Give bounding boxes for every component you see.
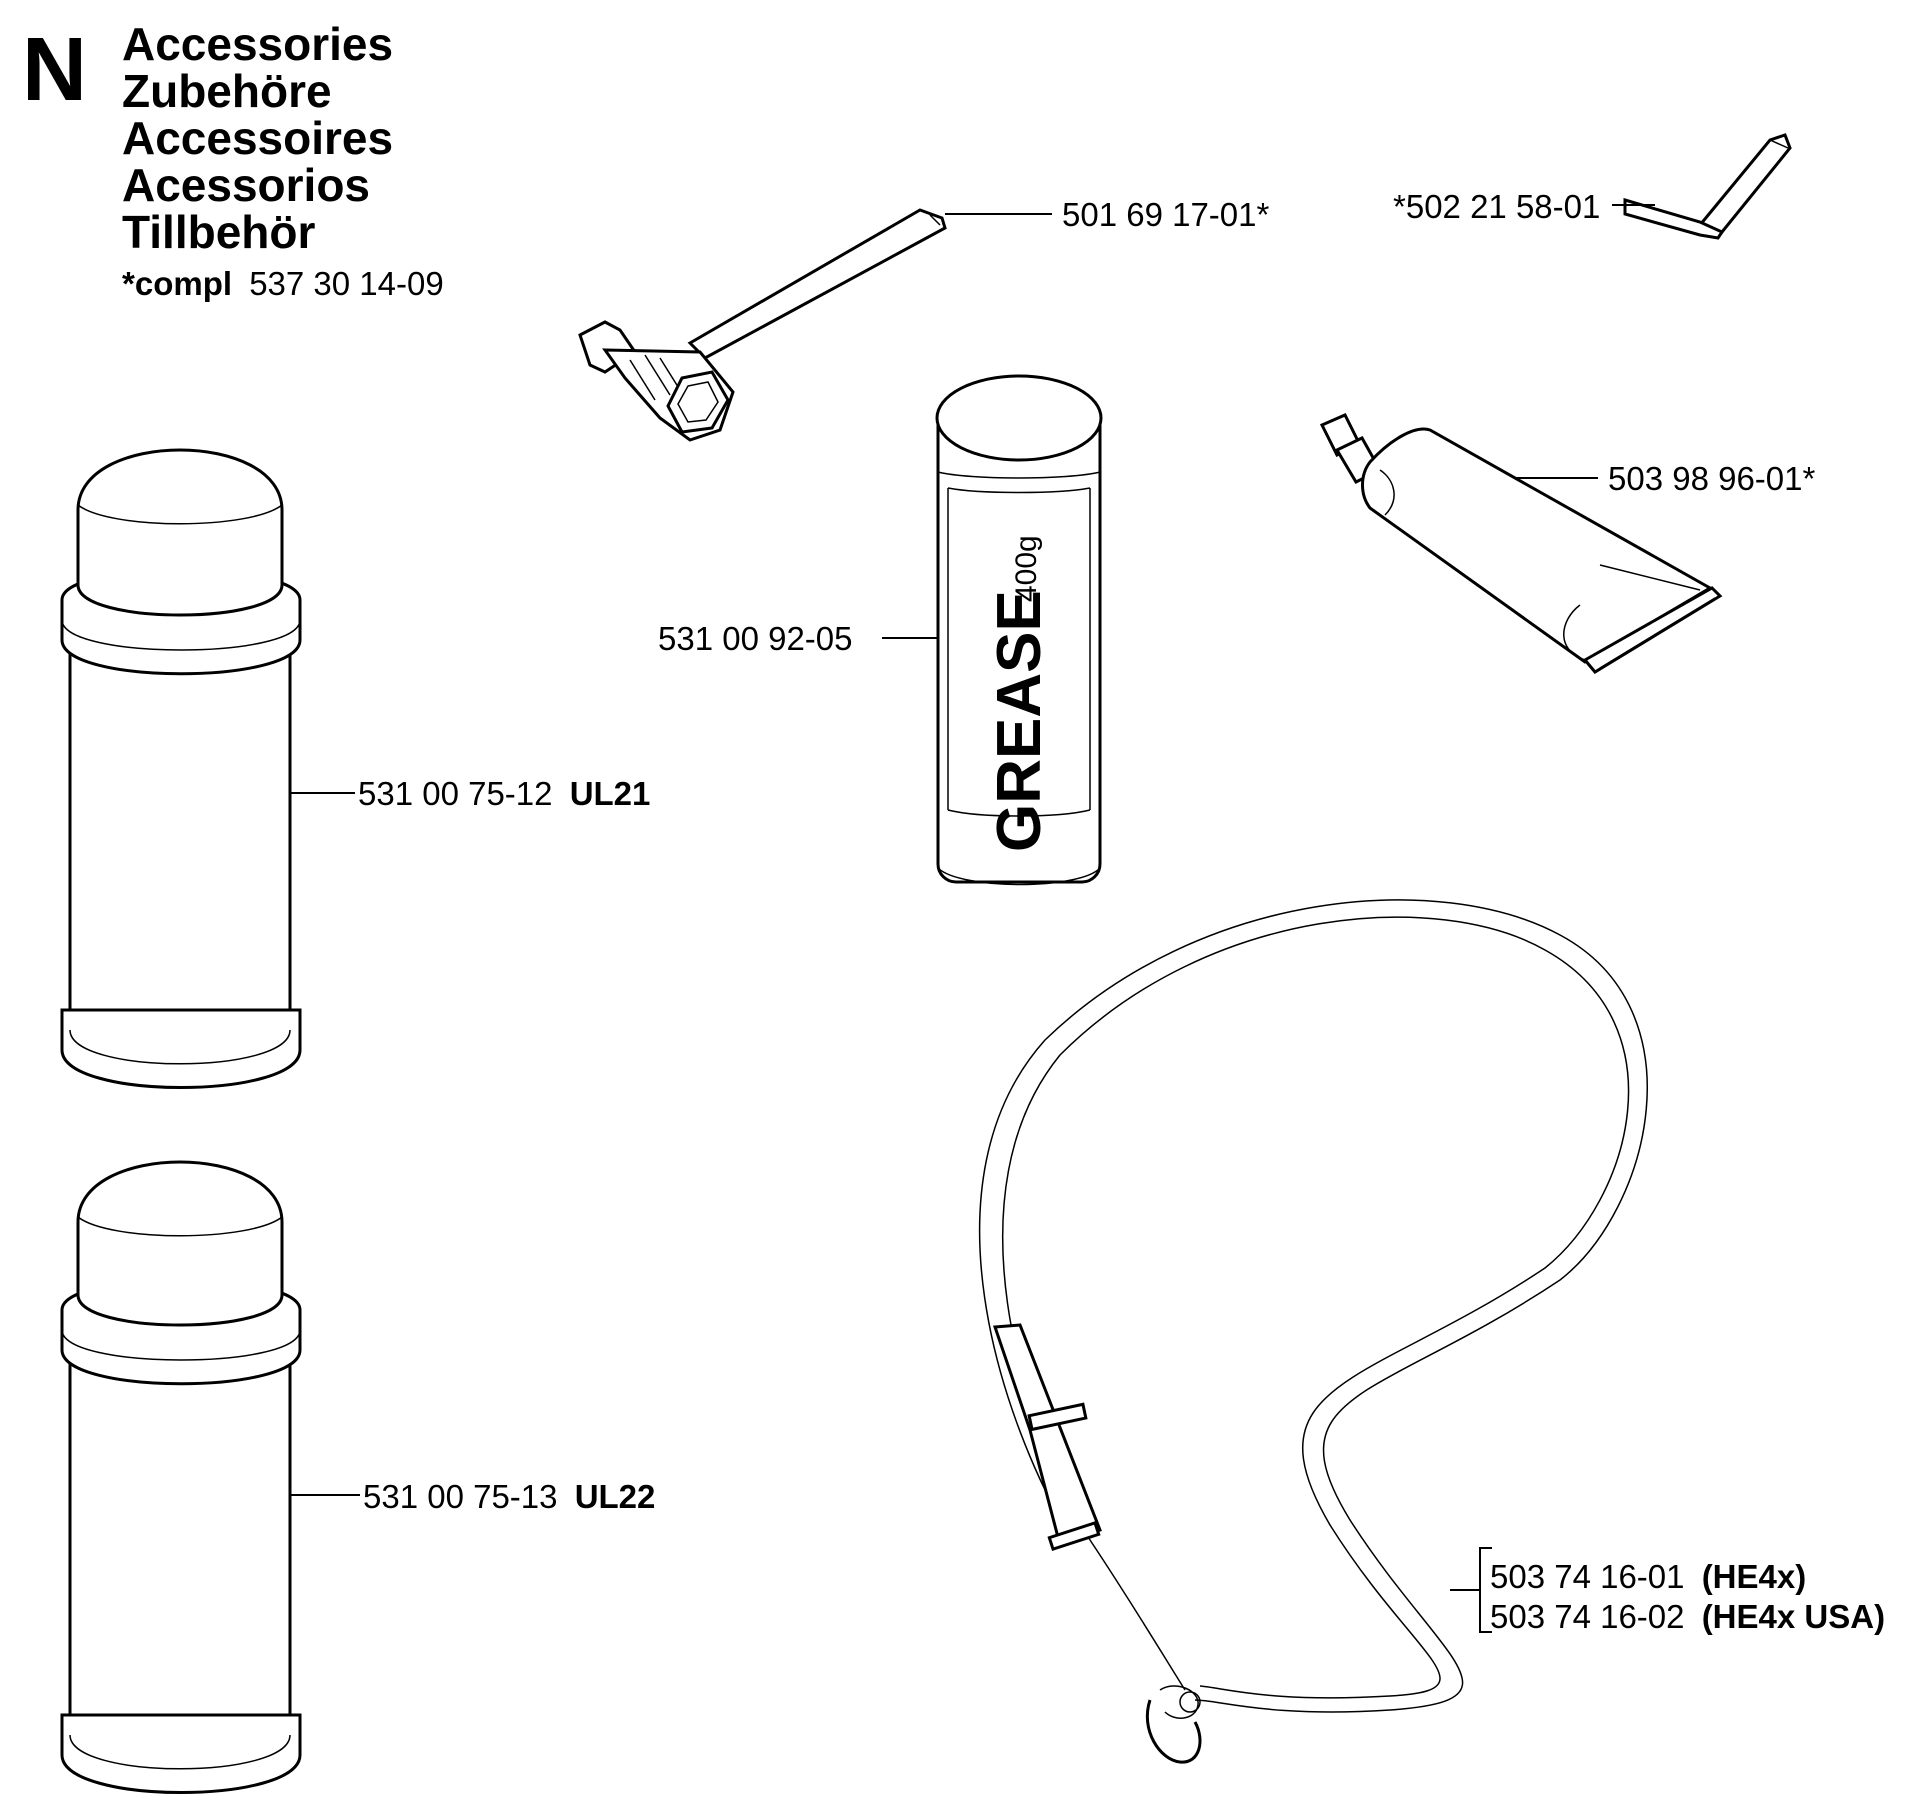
spray-can-2-illustration bbox=[60, 1160, 302, 1794]
harness-strap-illustration bbox=[979, 899, 1648, 1764]
part-label-spray-can-2: 531 00 75-13 UL22 bbox=[363, 1478, 655, 1515]
part-number-spray-can-1: 531 00 75-12 bbox=[358, 775, 553, 812]
part-number-grease-cartridge: 531 00 92-05 bbox=[658, 620, 853, 657]
complete-kit-label: *compl bbox=[122, 265, 232, 302]
grease-tube-illustration bbox=[1319, 413, 1723, 674]
spray-can-1-illustration bbox=[60, 448, 302, 1089]
hex-key-illustration bbox=[1623, 133, 1792, 240]
title-pt: Acessorios bbox=[122, 159, 370, 211]
part-number-harness-1: 503 74 16-01 bbox=[1490, 1558, 1685, 1595]
complete-kit-number: 537 30 14-09 bbox=[249, 265, 444, 302]
screwdriver-wrench-illustration bbox=[578, 208, 947, 442]
part-number-grease-tube: 503 98 96-01* bbox=[1608, 460, 1816, 497]
part-number-hex-key: *502 21 58-01 bbox=[1393, 188, 1600, 225]
part-label-spray-can-1: 531 00 75-12 UL21 bbox=[358, 775, 650, 812]
part-suffix-spray-can-2: UL22 bbox=[575, 1478, 656, 1515]
part-label-harness-1: 503 74 16-01 (HE4x) bbox=[1490, 1558, 1806, 1595]
section-titles: Accessories Zubehöre Accessoires Acessor… bbox=[122, 18, 393, 258]
title-sv: Tillbehör bbox=[122, 206, 315, 258]
part-suffix-spray-can-1: UL21 bbox=[570, 775, 651, 812]
harness-bracket bbox=[1479, 1547, 1492, 1633]
part-suffix-harness-1: (HE4x) bbox=[1702, 1558, 1807, 1595]
part-suffix-harness-2: (HE4x USA) bbox=[1702, 1598, 1885, 1635]
part-label-harness-2: 503 74 16-02 (HE4x USA) bbox=[1490, 1598, 1885, 1635]
part-number-spray-can-2: 531 00 75-13 bbox=[363, 1478, 558, 1515]
title-fr: Accessoires bbox=[122, 112, 393, 164]
part-number-screwdriver: 501 69 17-01* bbox=[1062, 196, 1270, 233]
title-de: Zubehöre bbox=[122, 65, 332, 117]
grease-cartridge-illustration: GREASE 400g bbox=[935, 374, 1103, 886]
section-letter: N bbox=[22, 20, 87, 120]
complete-kit-note: *compl 537 30 14-09 bbox=[122, 265, 444, 302]
title-en: Accessories bbox=[122, 18, 393, 70]
cartridge-size: 400g bbox=[1010, 535, 1043, 602]
cartridge-text: GREASE bbox=[985, 590, 1054, 852]
part-number-harness-2: 503 74 16-02 bbox=[1490, 1598, 1685, 1635]
